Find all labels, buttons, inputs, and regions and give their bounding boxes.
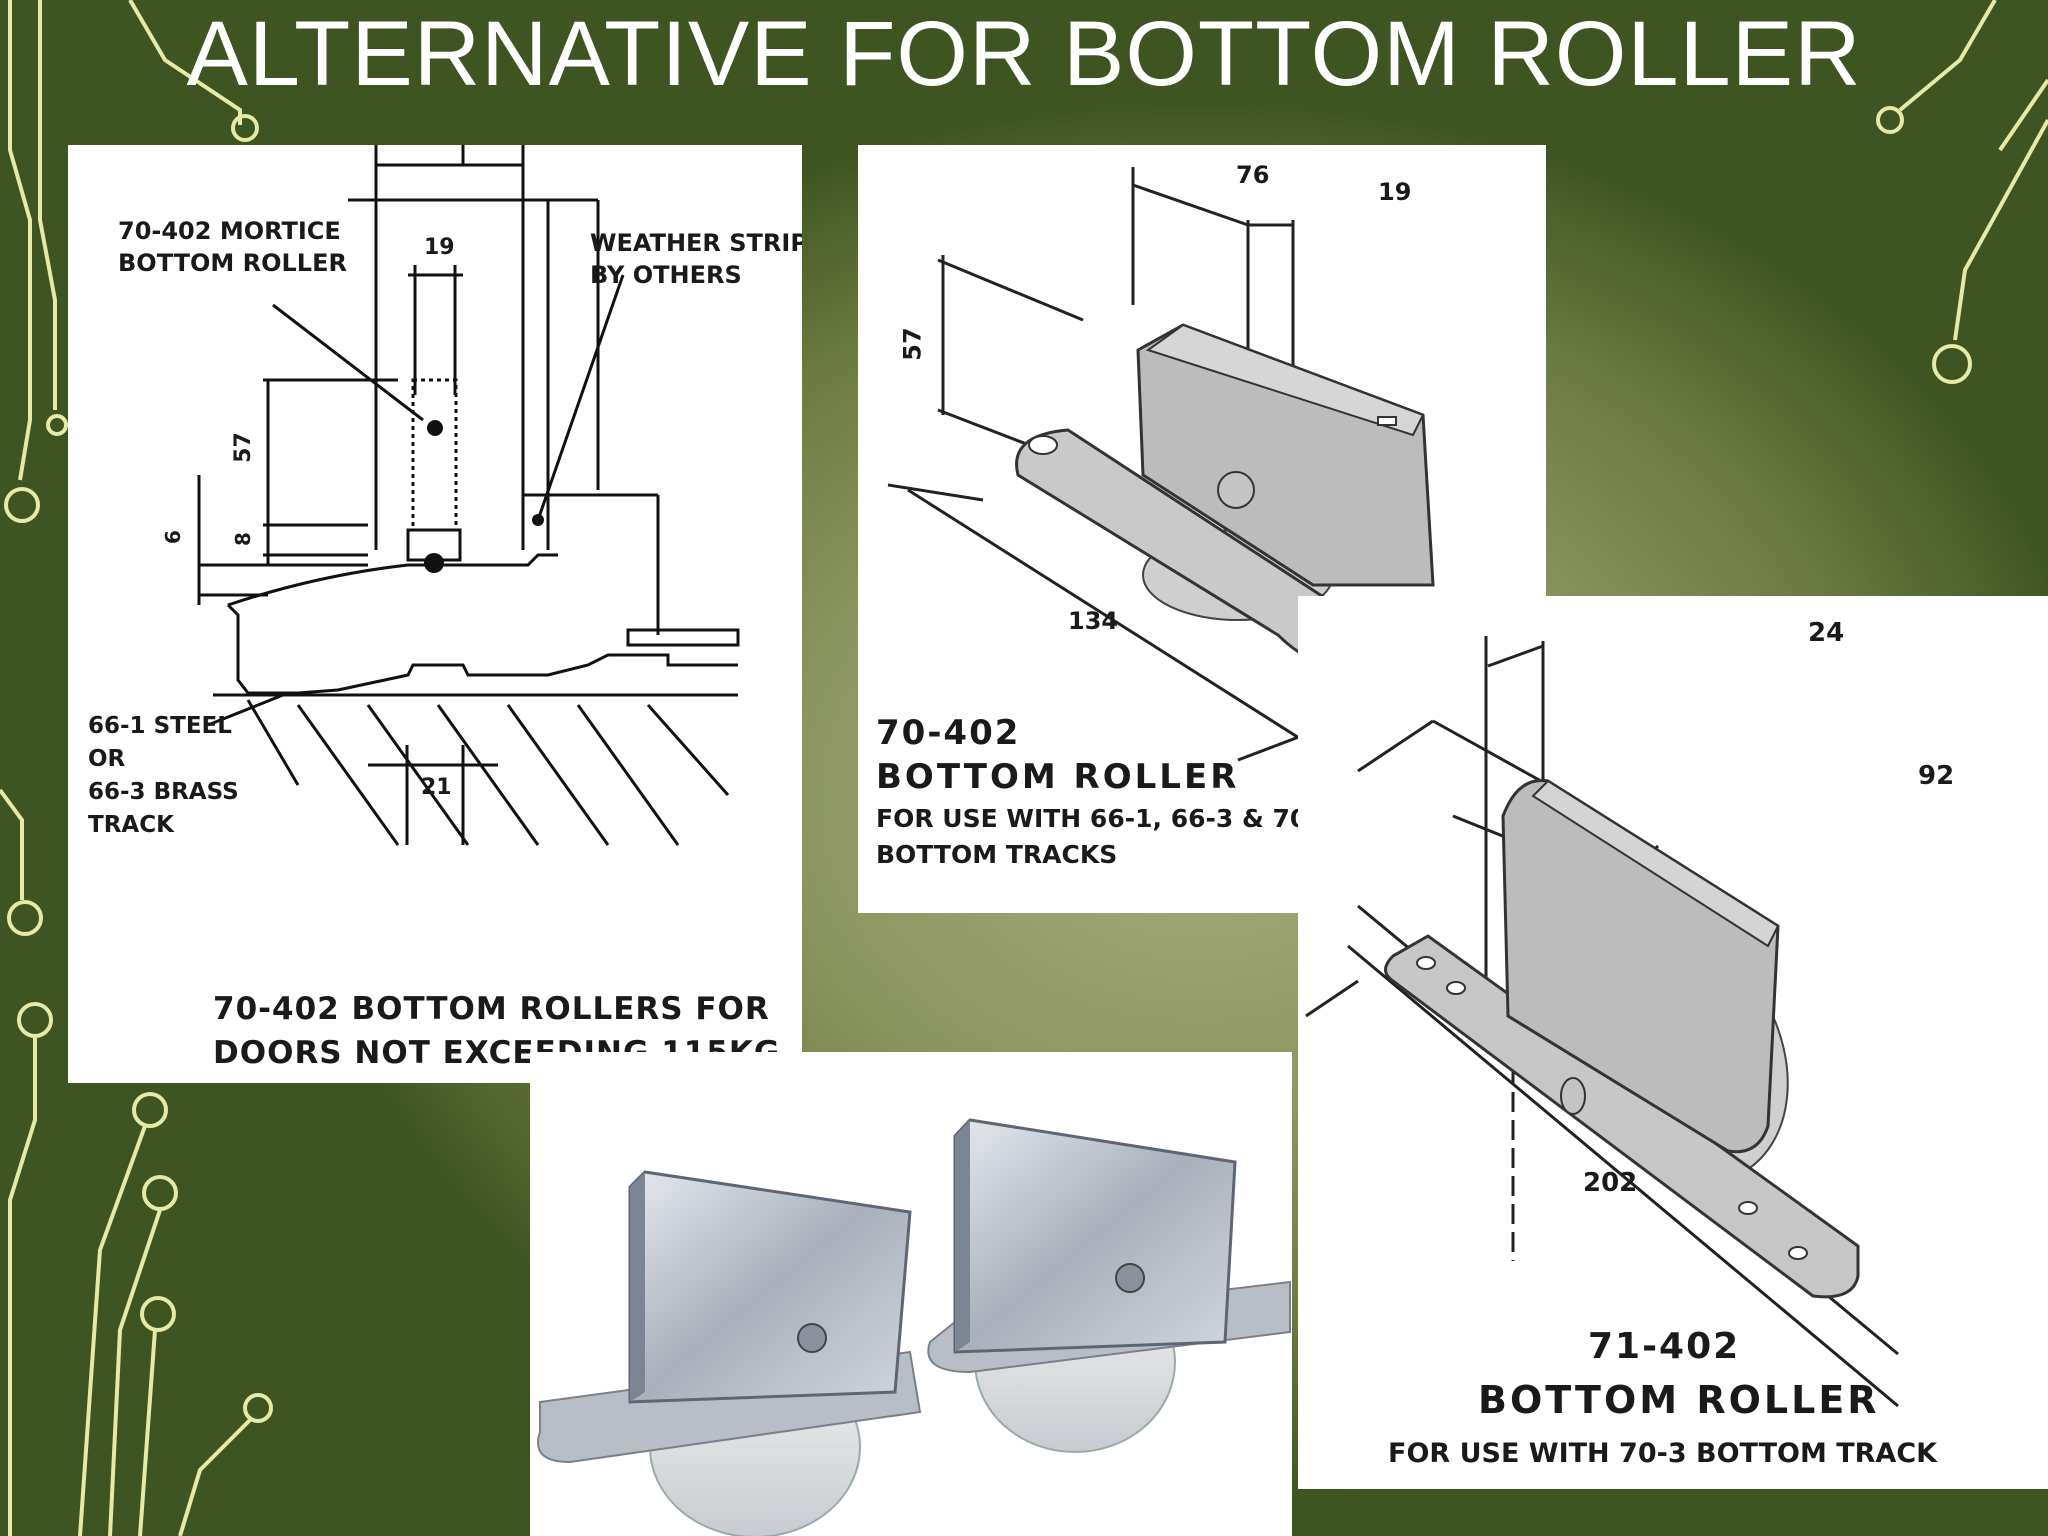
usage-71-402: FOR USE WITH 70-3 BOTTOM TRACK xyxy=(1388,1438,1938,1469)
dim-width-label: 76 xyxy=(1236,161,1270,189)
section-drawing-panel: 70-402 MORTICE BOTTOM ROLLER WEATHER STR… xyxy=(68,145,802,1083)
name-71-402: BOTTOM ROLLER xyxy=(1478,1378,1880,1422)
dim-height-label-2: 57 xyxy=(898,327,927,361)
roller-photo-panel xyxy=(530,1052,1292,1536)
name-70-402: BOTTOM ROLLER xyxy=(876,757,1240,797)
dim-track-width-label: 21 xyxy=(421,775,452,800)
weather-strips-callout: WEATHER STRIPS BY OTHERS xyxy=(590,229,802,289)
slide-title: ALTERNATIVE FOR BOTTOM ROLLER xyxy=(186,3,1862,105)
model-71-402: 71-402 xyxy=(1588,1326,1741,1367)
roller-photo-svg xyxy=(537,1118,1291,1536)
dim-thick-label: 19 xyxy=(1378,178,1412,206)
mortice-callout: 70-402 MORTICE BOTTOM ROLLER xyxy=(118,217,347,277)
dim-height-label-71: 92 xyxy=(1918,761,1955,791)
roller-70-402-svg xyxy=(887,167,1435,762)
roller-70-402-panel: 76 19 57 134 70-402 BOTTOM ROLLER FOR US… xyxy=(858,145,1546,913)
usage-70-402: FOR USE WITH 66-1, 66-3 & 70-3 BOTTOM TR… xyxy=(876,804,1335,869)
roller-71-402-panel: 24 92 202 71-402 BOTTOM ROLLER FOR USE W… xyxy=(1298,596,2048,1489)
dim-length-label: 134 xyxy=(1068,607,1119,635)
section-drawing-svg xyxy=(197,145,740,846)
dim-clear-a-label: 6 xyxy=(160,530,185,544)
dim-thick-label-71: 24 xyxy=(1808,618,1845,648)
track-callout: 66-1 STEEL OR 66-3 BRASS TRACK xyxy=(88,713,239,838)
model-70-402: 70-402 xyxy=(876,713,1021,753)
roller-71-402-svg xyxy=(1305,636,1899,1408)
dim-clear-b-label: 8 xyxy=(230,532,255,546)
dim-length-label-71: 202 xyxy=(1583,1168,1638,1198)
dim-gap-label: 19 xyxy=(424,235,455,260)
dim-height-label: 57 xyxy=(230,432,256,463)
